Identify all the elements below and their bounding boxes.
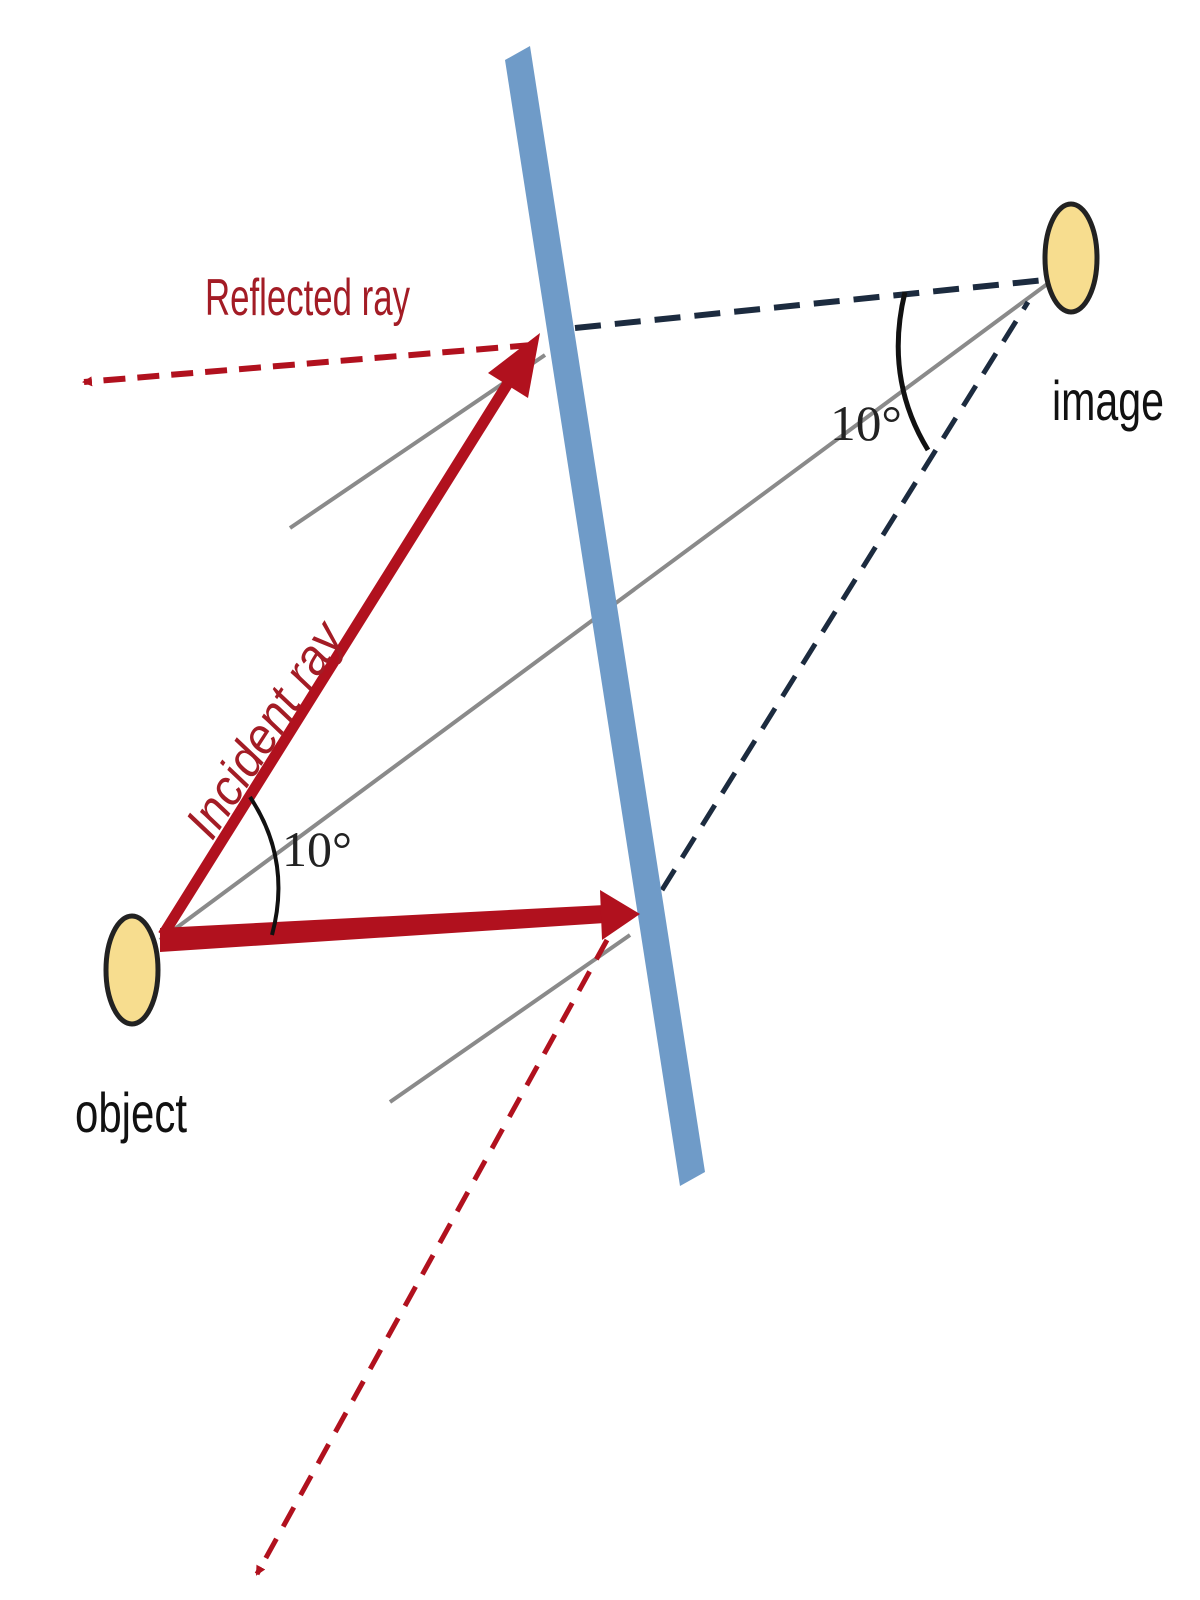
normal-line-lower [388, 933, 632, 1104]
incident-ray-label: Incident ray [174, 610, 356, 848]
incident-ray-upper [158, 369, 520, 938]
angle-arc-object [248, 795, 281, 936]
angle-label-image: 10° [830, 395, 902, 451]
mirror [505, 46, 705, 1186]
incident-ray-lower-arrowhead [600, 890, 640, 940]
object-point [103, 913, 161, 1027]
reflected-rays [82, 342, 610, 1576]
virtual-lines [574, 277, 1046, 892]
angle-label-object: 10° [282, 821, 352, 877]
object-label: object [75, 1081, 187, 1144]
virtual-line-upper [574, 277, 1046, 331]
image-label: image [1052, 369, 1164, 432]
reflected-ray-label: Reflected ray [205, 269, 410, 327]
image-point [1042, 201, 1100, 315]
incident-ray-upper-arrowhead [488, 333, 540, 398]
reflected-ray-left [82, 342, 533, 387]
reflected-ray-down [254, 938, 610, 1576]
incident-rays [158, 333, 640, 952]
angle-arc-image [895, 291, 931, 452]
incident-ray-lower [160, 905, 605, 952]
virtual-line-lower [659, 300, 1031, 892]
